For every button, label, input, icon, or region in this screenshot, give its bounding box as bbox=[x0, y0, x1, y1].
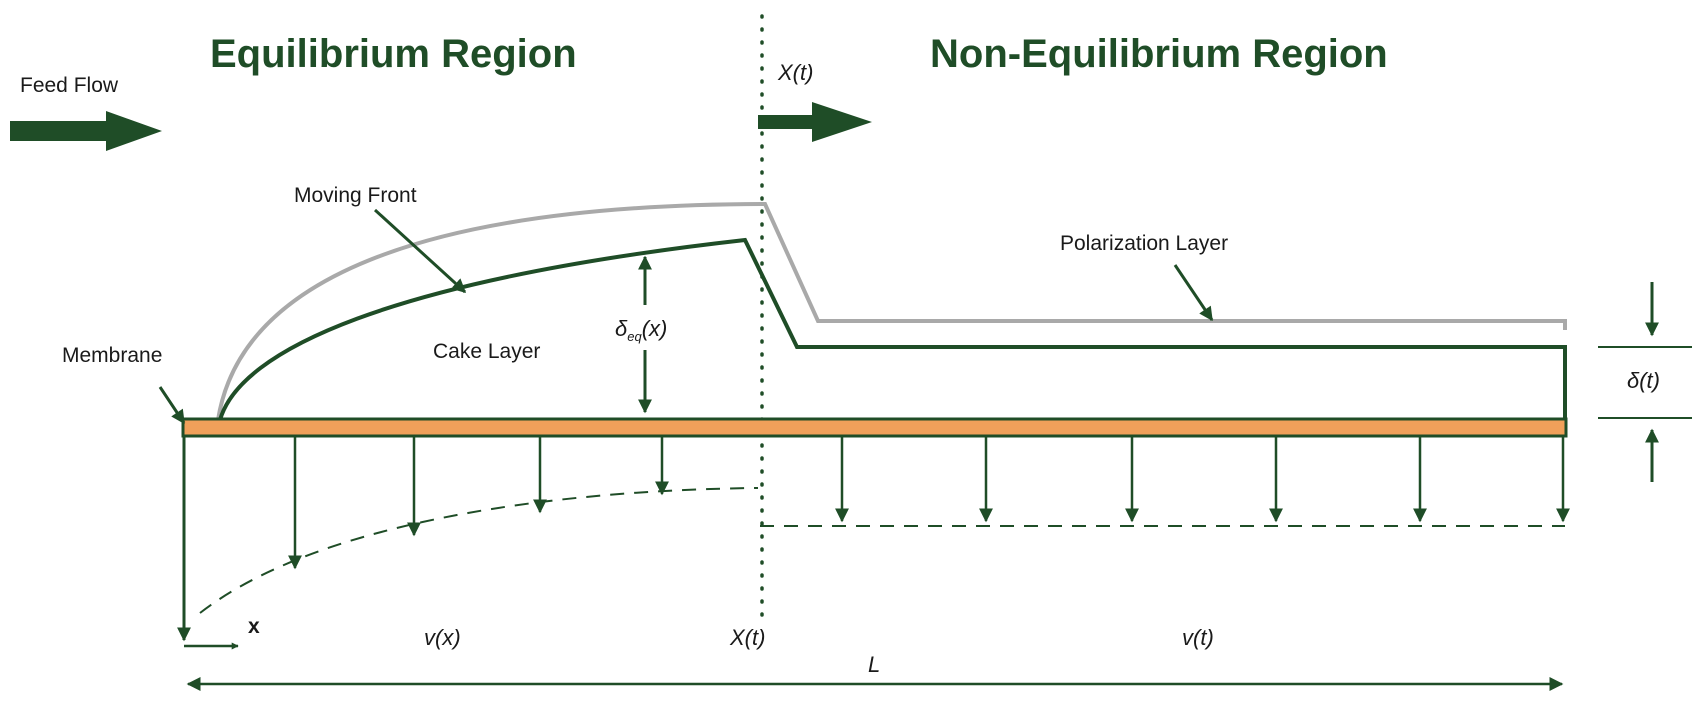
moving-front-label: Moving Front bbox=[294, 184, 417, 207]
front-advance-arrow bbox=[758, 102, 872, 142]
polarization-layer-label: Polarization Layer bbox=[1060, 232, 1228, 255]
non-equilibrium-region-title: Non-Equilibrium Region bbox=[930, 32, 1388, 76]
delta-eq-label: δeq(x) bbox=[615, 316, 667, 344]
feed-flow-label: Feed Flow bbox=[20, 74, 119, 97]
moving-front-curve bbox=[216, 202, 1567, 421]
front-position-bottom-label: X(t) bbox=[729, 625, 765, 650]
cake-layer-surface bbox=[218, 237, 1567, 421]
x-axis-label: x bbox=[248, 615, 260, 638]
membrane-label: Membrane bbox=[62, 344, 162, 367]
moving-front-pointer bbox=[373, 208, 467, 294]
polarization-layer-pointer bbox=[1173, 264, 1214, 322]
length-label: L bbox=[868, 652, 880, 677]
membrane-bar bbox=[181, 417, 1568, 438]
delta-eq-subscript: eq bbox=[627, 329, 642, 344]
permeate-arrows-non-equilibrium bbox=[835, 436, 1570, 523]
front-position-top-label: X(t) bbox=[777, 60, 813, 85]
delta-t-label: δ(t) bbox=[1627, 368, 1660, 393]
feed-flow-arrow bbox=[10, 111, 162, 151]
velocity-profile-equilibrium bbox=[199, 487, 759, 614]
equilibrium-region-title: Equilibrium Region bbox=[210, 32, 577, 76]
permeate-arrows-equilibrium bbox=[288, 436, 669, 570]
v-t-label: v(t) bbox=[1182, 625, 1214, 650]
membrane-pointer bbox=[158, 386, 186, 425]
delta-eq-symbol: δ bbox=[615, 316, 628, 341]
cake-layer-label: Cake Layer bbox=[433, 340, 540, 363]
delta-eq-argument: (x) bbox=[642, 316, 668, 341]
v-x-label: v(x) bbox=[424, 625, 461, 650]
